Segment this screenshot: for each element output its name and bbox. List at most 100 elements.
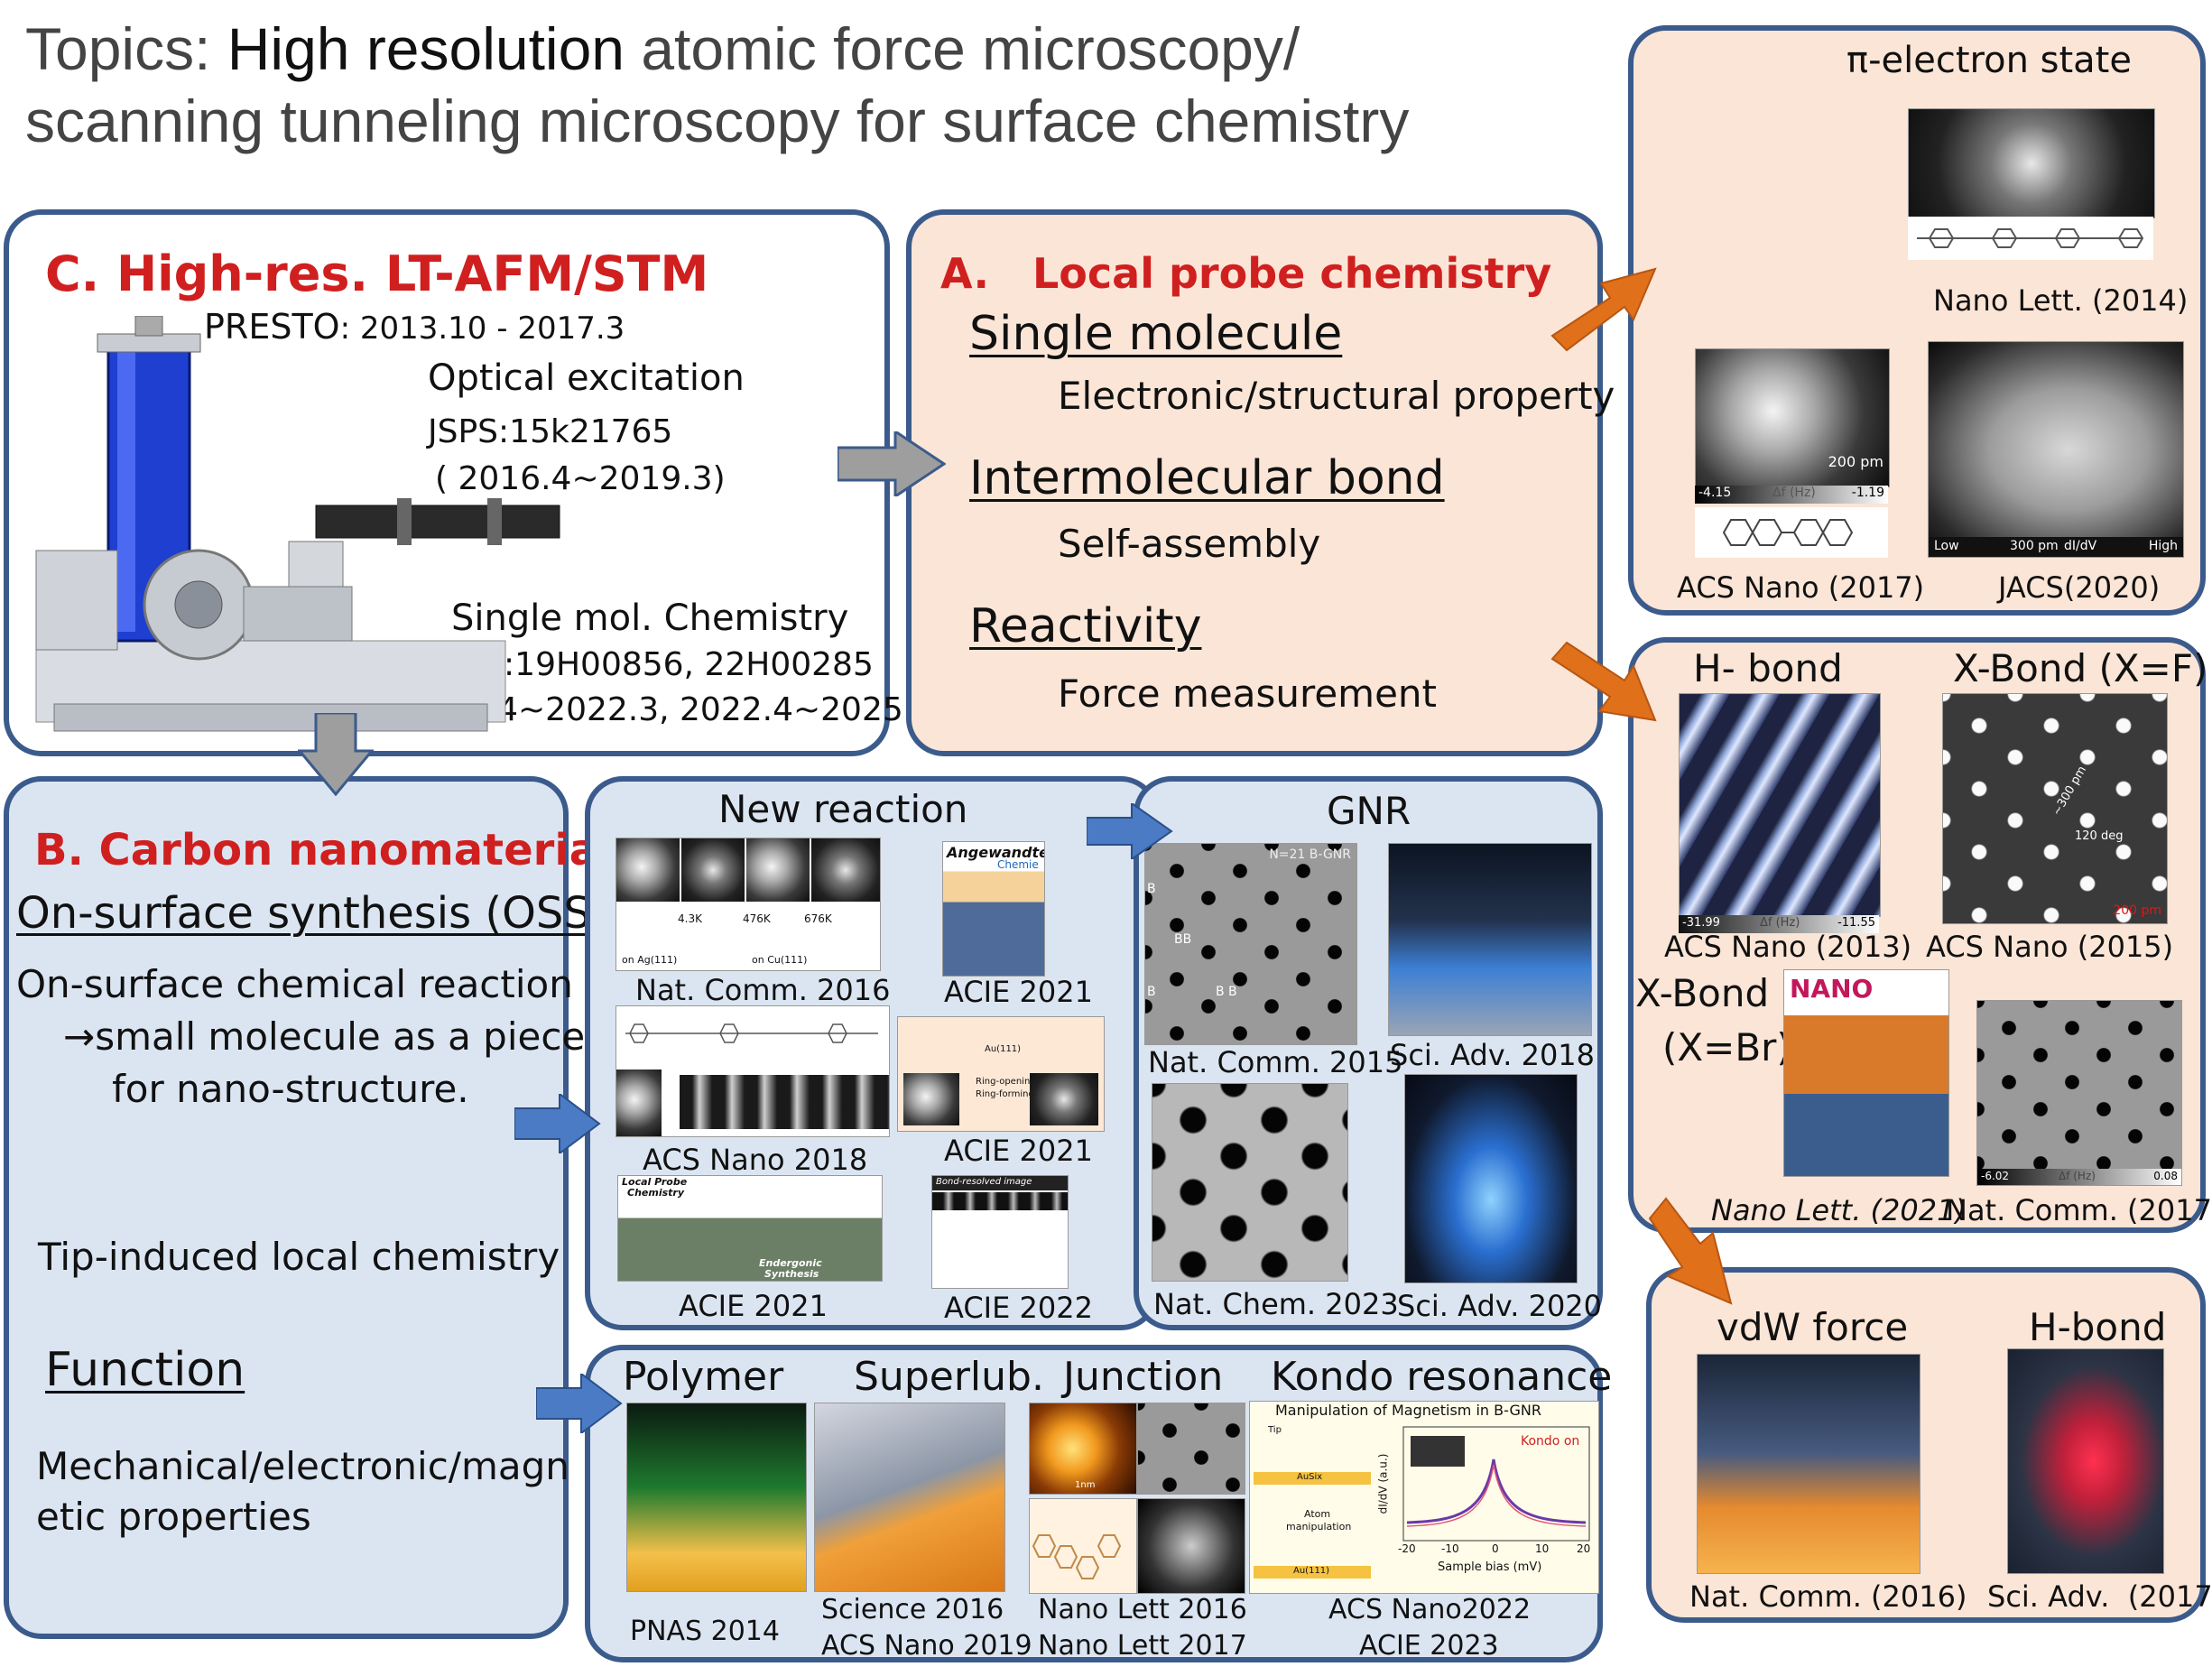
new-reaction-image-4: Au(111) Ring-opening Ring-forming	[897, 1016, 1105, 1132]
vdw-cite-2: Sci. Adv. (2017)	[1987, 1579, 2212, 1614]
junction-image-1: 1nm	[1029, 1403, 1137, 1495]
oss-title: On-surface synthesis (OSS)	[16, 888, 608, 939]
nr1-surf-a: on Ag(111)	[622, 954, 678, 966]
hbond-afm-image	[1679, 693, 1881, 917]
xbond-f-angle: 120 deg	[2075, 829, 2124, 843]
nr1-surf-b: on Cu(111)	[752, 954, 808, 966]
pi-cite-1: Nano Lett. (2014)	[1933, 283, 2189, 318]
nano-cover-title: NANO	[1790, 974, 1874, 1004]
presto-period: : 2013.10 - 2017.3	[339, 310, 625, 347]
junction-heading: Junction	[1063, 1354, 1224, 1400]
optical-excitation: Optical excitation	[428, 357, 745, 399]
new-reaction-heading: New reaction	[718, 787, 968, 831]
gnr-cite-2: Sci. Adv. 2018	[1390, 1038, 1596, 1072]
new-reaction-cite-3: ACS Nano 2018	[643, 1143, 868, 1177]
kondo-schematic: Tip AuSix Atom manipulation Au(111)	[1254, 1423, 1373, 1593]
gnr-afm-image-3	[1152, 1083, 1348, 1282]
bonds-cite-4: Nat. Comm. (2017)	[1946, 1193, 2212, 1227]
gnr-cite-1: Nat. Comm. 2015	[1148, 1045, 1403, 1079]
nr1-afm-b	[681, 838, 745, 902]
hbond-render-image	[2007, 1348, 2164, 1574]
new-reaction-cite-6: ACIE 2022	[944, 1291, 1093, 1325]
xbond-br-colorbar: -6.02 Δf (Hz) 0.08	[1977, 1169, 2181, 1185]
blue-arrow-icon	[536, 1374, 623, 1433]
xbond-f-heading: X-Bond (X=F)	[1953, 646, 2208, 690]
kondo-heading: Kondo resonance	[1271, 1354, 1613, 1400]
microscope-illustration	[18, 315, 578, 740]
kondo-plot: Kondo on dI/dV (a.u.)	[1376, 1423, 1593, 1568]
bonds-cite-1: ACS Nano (2013)	[1664, 930, 1912, 964]
single-mol-chemistry: Single mol. Chemistry	[451, 597, 849, 639]
pi-stm-image-1	[1908, 108, 2155, 218]
gnr-img1-bb2: B B	[1216, 985, 1237, 999]
page-title-line2: scanning tunneling microscopy for surfac…	[25, 88, 1410, 154]
pi-img2-colorbar: -4.15 Δf (Hz) -1.19	[1695, 486, 1888, 504]
kondo-image: Manipulation of Magnetism in B-GNR Tip A…	[1249, 1401, 1599, 1594]
kondo-tip-label: Tip	[1268, 1425, 1282, 1435]
xbond-br-max: 0.08	[2153, 1170, 2178, 1182]
junction-image-4	[1137, 1498, 1245, 1594]
reactivity-sub: Force measurement	[1058, 671, 1437, 716]
xbond-br-unit: Δf (Hz)	[2059, 1170, 2096, 1182]
func-cite-4b: ACIE 2023	[1359, 1630, 1499, 1662]
hbond-colorbar: -31.99 Δf (Hz) -11.55	[1679, 915, 1879, 933]
kondo-au-bar-1: AuSix	[1254, 1472, 1371, 1485]
title-prefix: Topics:	[25, 15, 227, 82]
func-cite-1: PNAS 2014	[630, 1616, 780, 1647]
nr1-afm-c	[746, 838, 810, 902]
pi-img3-bar: Low 300 pm dI/dV High	[1929, 537, 2183, 557]
kondo-tick-1: -10	[1441, 1542, 1459, 1555]
box-a-local-probe	[906, 209, 1603, 756]
oss-line-3: for nano-structure.	[112, 1067, 469, 1111]
pi-img3-high: High	[2148, 539, 2178, 553]
nr6-title: Bond-resolved image	[936, 1177, 1032, 1187]
xbond-f-scale: 200 pm	[2113, 903, 2161, 918]
orange-arrow-icon	[1545, 260, 1657, 357]
title-rest: atomic force microscopy/	[625, 15, 1300, 82]
nr3-afm-a	[616, 1069, 662, 1136]
gnr-img1-b2: B	[1147, 985, 1156, 999]
nr1-temp-b: 476K	[743, 912, 771, 925]
intermolecular-title: Intermolecular bond	[969, 451, 1445, 505]
kondo-au-1: AuSix	[1297, 1472, 1323, 1482]
hbond-max: -11.55	[1837, 916, 1875, 930]
vdw-heading: vdW force	[1717, 1305, 1909, 1349]
xbond-br-heading-1: X-Bond	[1635, 971, 1770, 1015]
jsps-grant-1-period: ( 2016.4~2019.3)	[435, 460, 726, 497]
orange-arrow-icon	[1648, 1197, 1742, 1309]
kondo-tick-3: 10	[1535, 1542, 1550, 1555]
nr1-afm-d	[811, 838, 880, 902]
xbond-br-heading-2: (X=Br)	[1662, 1025, 1791, 1069]
junction-image-3	[1029, 1498, 1137, 1594]
pi-afm-image-2: 200 pm	[1695, 348, 1890, 487]
tip-induced: Tip-induced local chemistry	[38, 1235, 560, 1279]
gnr-cite-4: Sci. Adv. 2020	[1397, 1289, 1603, 1323]
pi-electron-heading: π-electron state	[1846, 40, 2132, 81]
pi-img2-unit: Δf (Hz)	[1772, 486, 1816, 500]
nr1-temp-c: 676K	[804, 912, 832, 925]
new-reaction-image-5: Local Probe Chemistry Endergonic Synthes…	[617, 1175, 883, 1282]
nano-lett-cover: NANO	[1783, 969, 1949, 1177]
single-molecule-sub: Electronic/structural property	[1058, 374, 1615, 418]
new-reaction-image-3	[615, 1005, 890, 1137]
angew-sub: Chemie	[997, 858, 1039, 871]
gnr-render-image-2	[1388, 843, 1592, 1036]
new-reaction-image-1: 4.3K 476K 676K on Ag(111) on Cu(111)	[615, 838, 881, 971]
pi-img3-low: Low	[1934, 539, 1959, 553]
func-cite-3b: Nano Lett 2017	[1038, 1630, 1247, 1662]
kondo-manip-1: Atom	[1304, 1508, 1331, 1520]
new-reaction-cite-4: ACIE 2021	[944, 1134, 1093, 1168]
kondo-tick-4: 20	[1577, 1542, 1591, 1555]
box-b-heading: B. Carbon nanomaterial	[34, 825, 614, 875]
xbond-f-afm-image: ~300 pm 120 deg 200 pm	[1942, 693, 2168, 924]
func-cite-2a: Science 2016	[821, 1594, 1004, 1625]
junc-scale: 1nm	[1075, 1480, 1096, 1490]
kondo-manip-2: manipulation	[1286, 1521, 1352, 1532]
pi-img3-scale: 300 pm	[2010, 539, 2059, 553]
nr6-header: Bond-resolved image	[932, 1176, 1068, 1190]
nr3-afm-b	[680, 1075, 889, 1129]
func-cite-3a: Nano Lett 2016	[1038, 1594, 1247, 1625]
nr4-label-b: Ring-opening	[976, 1077, 1036, 1087]
pi-molecule-structure-2	[1695, 507, 1888, 558]
pi-img2-max: -1.19	[1851, 486, 1884, 500]
